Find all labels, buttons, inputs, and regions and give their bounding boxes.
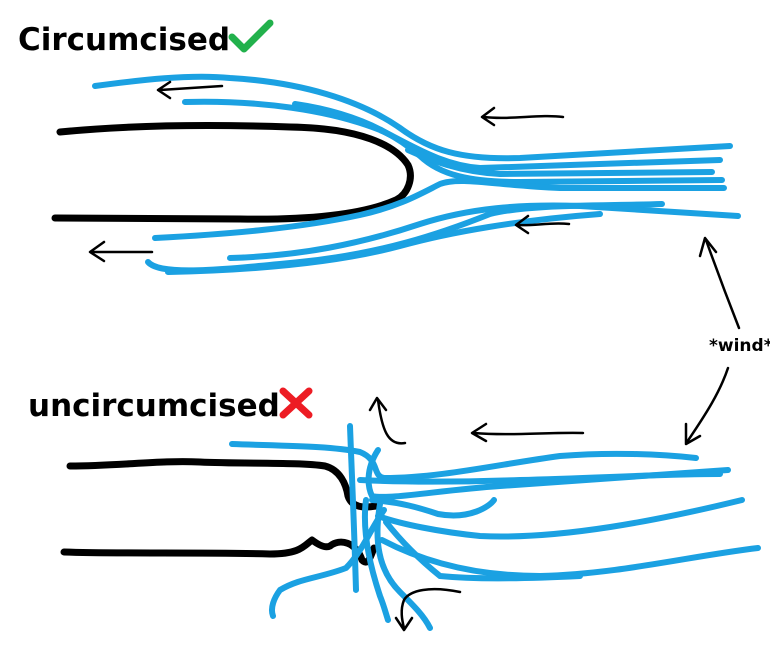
cross-mark-icon (279, 387, 313, 419)
circumcised-outline (51, 122, 414, 223)
circumcised-label: Circumcised (18, 22, 230, 58)
uncircumcised-airflow (229, 423, 761, 631)
uncircumcised-flow-arrows (368, 396, 585, 632)
uncircumcised-label: uncircumcised (28, 388, 280, 424)
wind-arrow-down (684, 366, 730, 446)
wind-arrow-up (698, 236, 741, 330)
check-mark-icon (228, 19, 274, 53)
circumcised-flow-arrows (88, 80, 571, 263)
wind-label: *wind* (709, 336, 770, 356)
uncircumcised-outline (60, 458, 380, 566)
circumcised-airflow (92, 73, 741, 275)
